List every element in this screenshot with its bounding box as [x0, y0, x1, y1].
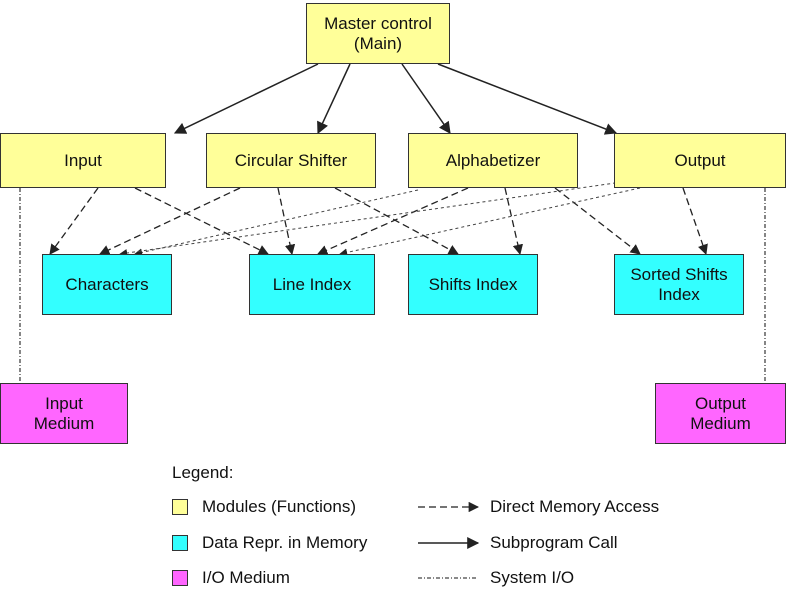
legend-subprogram-call-label: Subprogram Call [490, 533, 618, 552]
call-main-input [173, 63, 319, 134]
dma-input-lineindex [134, 187, 269, 255]
circular-shifter-module: Circular Shifter [206, 133, 376, 188]
input-medium: Input Medium [0, 383, 128, 444]
dma-input-characters [49, 187, 99, 255]
dma-output-characters [119, 181, 623, 257]
legend-module-swatch [172, 499, 188, 515]
dma-alphabetizer-sortedindex [554, 187, 641, 255]
call-main-alphabetizer [401, 63, 451, 134]
call-main-output [437, 63, 618, 135]
dma-shifter-shiftsindex [334, 187, 459, 255]
dma-alphabetizer-shiftsindex [504, 187, 523, 256]
master-control-module: Master control (Main) [306, 3, 450, 64]
line-index-data: Line Index [249, 254, 375, 315]
output-medium: Output Medium [655, 383, 786, 444]
sorted-shifts-index-data: Sorted Shifts Index [614, 254, 744, 315]
legend-io-label: I/O Medium [202, 568, 290, 587]
legend-direct-memory-label: Direct Memory Access [490, 497, 660, 516]
legend-data-swatch [172, 535, 188, 551]
output-module: Output [614, 133, 786, 188]
dma-shifter-characters [99, 187, 241, 255]
input-module: Input [0, 133, 166, 188]
dma-alphabetizer-lineindex [317, 187, 469, 255]
dma-alphabetizer-characters [134, 189, 419, 257]
alphabetizer-module: Alphabetizer [408, 133, 578, 188]
legend-title: Legend: [172, 463, 234, 482]
dma-output-lineindex [339, 187, 641, 257]
call-main-shifter [317, 63, 351, 135]
legend-system-io-label: System I/O [490, 568, 575, 587]
legend-modules-label: Modules (Functions) [202, 497, 357, 516]
legend-io-swatch [172, 570, 188, 586]
shifts-index-data: Shifts Index [408, 254, 538, 315]
dma-shifter-lineindex [277, 187, 296, 256]
dma-output-sortedindex [682, 187, 708, 255]
legend-data-label: Data Repr. in Memory [202, 533, 368, 552]
characters-data: Characters [42, 254, 172, 315]
